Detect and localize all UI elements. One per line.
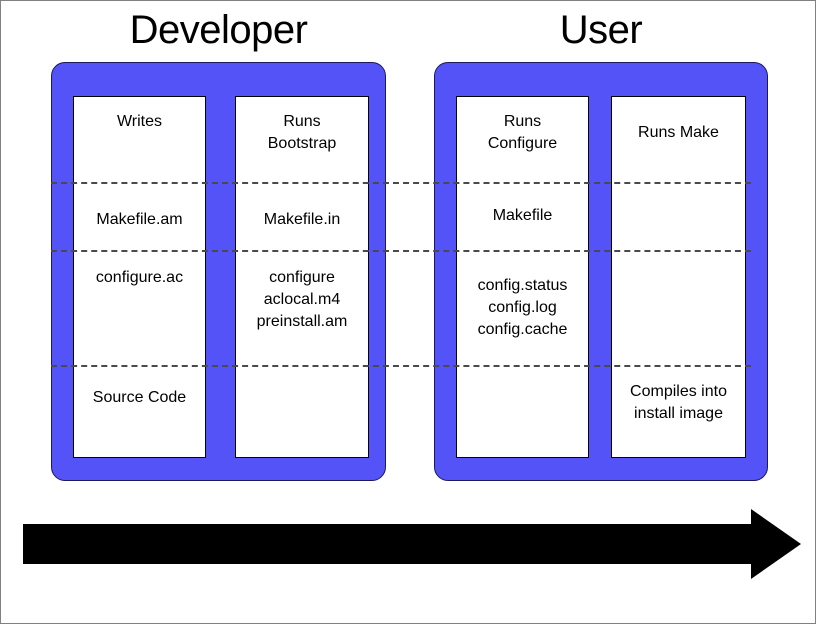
lane-title-user: User <box>559 8 643 52</box>
column-developer-writes: Writes Makefile.am configure.ac Source C… <box>73 96 206 458</box>
cell-makefile-am: Makefile.am <box>96 211 183 228</box>
cell-runs-make-title: Runs Make <box>638 124 719 141</box>
stage-divider-3 <box>51 365 751 367</box>
cell-writes-title: Writes <box>116 113 163 130</box>
stage-divider-2 <box>51 250 751 252</box>
cell-makefile-in: Makefile.in <box>263 211 341 228</box>
cell-makefile: Makefile <box>492 207 553 224</box>
cell-source-code: Source Code <box>92 389 187 406</box>
cell-configure-ac: configure.ac <box>95 269 184 286</box>
lane-title-developer: Developer <box>129 8 308 52</box>
stage-divider-1 <box>51 182 751 184</box>
time-flow-arrow-icon <box>23 509 801 579</box>
